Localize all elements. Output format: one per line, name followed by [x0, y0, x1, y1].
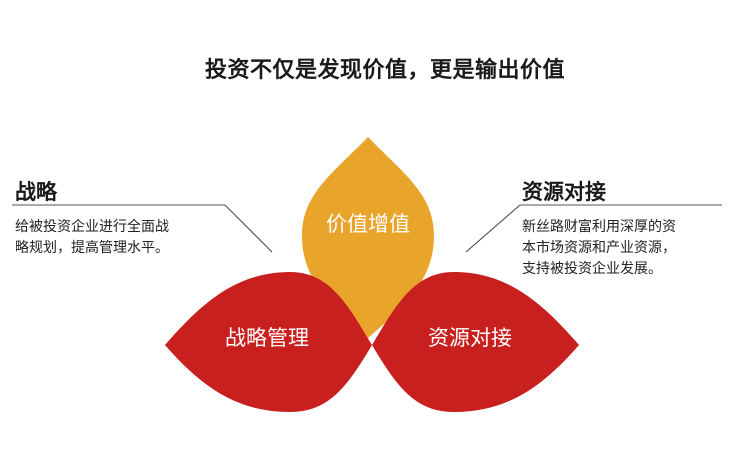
top-petal-label: 价值增值 — [326, 212, 410, 236]
left-description-line: 给被投资企业进行全面战 — [15, 219, 169, 235]
left-description: 给被投资企业进行全面战 略规划，提高管理水平。 — [15, 217, 235, 259]
right-connector-line — [465, 204, 521, 253]
page-title: 投资不仅是发现价值，更是输出价值 — [204, 58, 565, 83]
right-description-line: 支持被投资企业发展。 — [522, 261, 662, 277]
right-description-line: 本市场资源和产业资源， — [522, 240, 676, 256]
left-connector-line — [224, 204, 273, 253]
left-petal — [165, 272, 372, 412]
top-petal — [301, 137, 435, 338]
right-description: 新丝路财富利用深厚的资 本市场资源和产业资源， 支持被投资企业发展。 — [522, 217, 727, 280]
left-description-line: 略规划，提高管理水平。 — [15, 240, 169, 256]
right-petal-label: 资源对接 — [428, 326, 512, 350]
left-heading: 战略 — [15, 180, 57, 204]
right-description-line: 新丝路财富利用深厚的资 — [522, 219, 676, 235]
right-heading: 资源对接 — [522, 180, 606, 204]
right-petal — [372, 272, 579, 412]
left-petal-label: 战略管理 — [225, 326, 309, 350]
